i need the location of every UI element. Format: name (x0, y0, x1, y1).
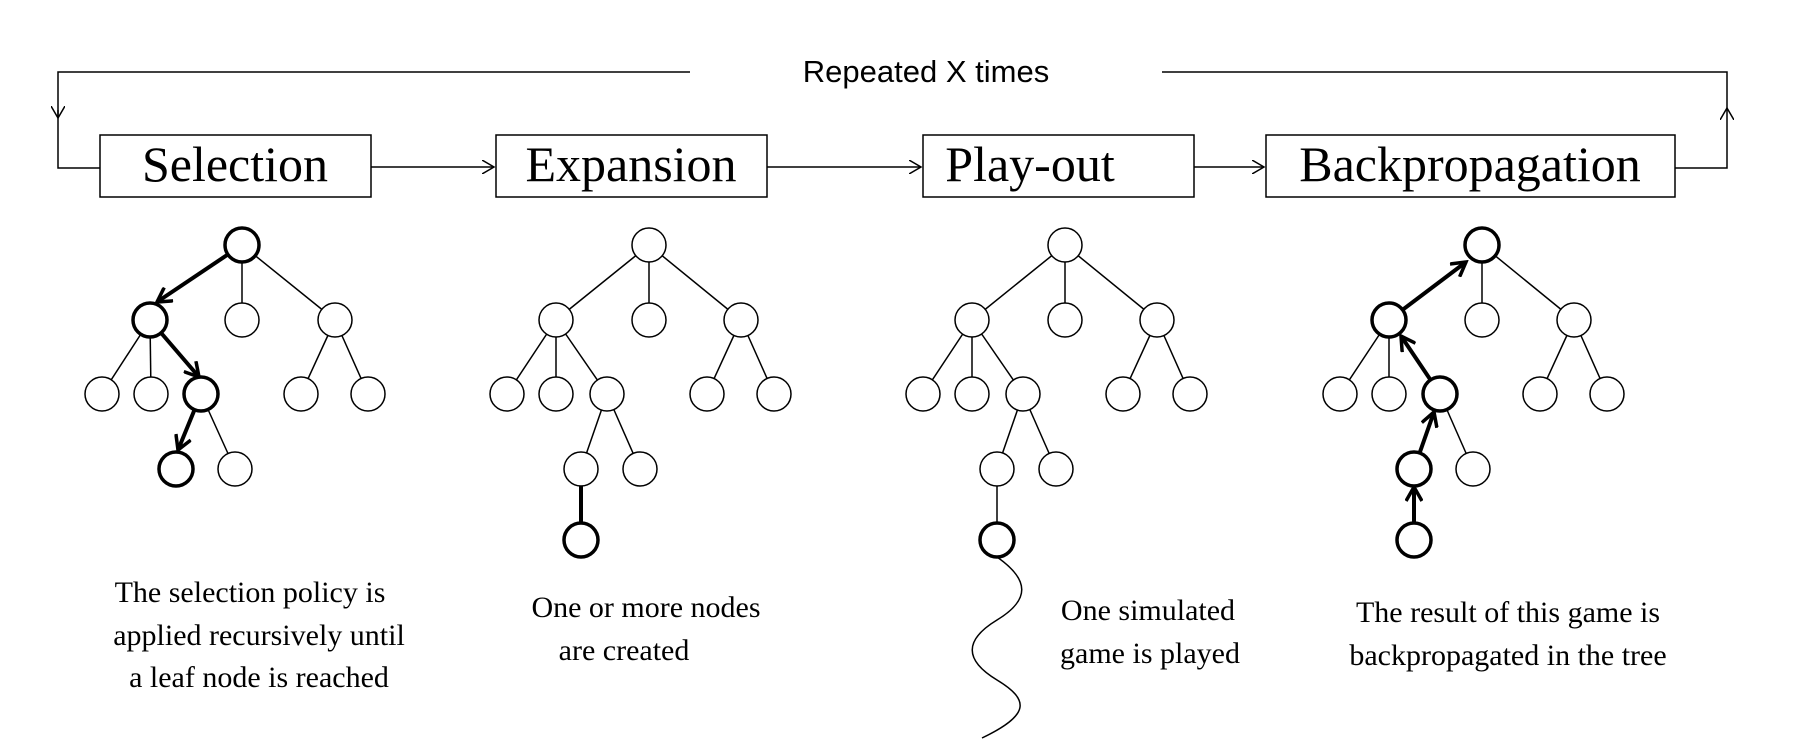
tree-node (1139, 302, 1175, 338)
tree-node (631, 302, 667, 338)
tree-node (1322, 376, 1358, 412)
tree-node (1395, 521, 1433, 559)
tree-node (1556, 302, 1592, 338)
tree-node (133, 376, 169, 412)
tree-node (317, 302, 353, 338)
tree-node (84, 376, 120, 412)
loop-arrow (57, 71, 1728, 169)
caption-line: game is played (1060, 637, 1240, 670)
tree-node (978, 521, 1016, 559)
tree-node (1371, 376, 1407, 412)
caption-line: One simulated (1061, 594, 1235, 627)
tree-node (1038, 451, 1074, 487)
phase-backpropagation-box: Backpropagation (1265, 134, 1676, 198)
caption-line: One or more nodes (531, 591, 760, 624)
tree-node (1522, 376, 1558, 412)
tree-node (723, 302, 759, 338)
phase-playout-box: Play-out (922, 134, 1195, 198)
tree-node (1370, 301, 1408, 339)
tree-node (954, 376, 990, 412)
tree-node (954, 302, 990, 338)
loop-left-down-segment (57, 110, 100, 169)
tree-node (562, 521, 600, 559)
phase-expansion-label: Expansion (525, 136, 736, 192)
caption-line: The result of this game is (1356, 596, 1660, 629)
caption-line: The selection policy is (115, 576, 386, 609)
tree-node (689, 376, 725, 412)
expansion-caption: One or more nodes are created (531, 591, 760, 667)
tree-node (1172, 376, 1208, 412)
tree-node (1395, 450, 1433, 488)
backpropagation-tree (1322, 226, 1625, 559)
tree-node (538, 376, 574, 412)
tree-node (563, 451, 599, 487)
tree-node (538, 302, 574, 338)
phase-playout-label: Play-out (945, 136, 1115, 192)
tree-node (224, 302, 260, 338)
tree-node (217, 451, 253, 487)
tree-node (131, 301, 169, 339)
phase-backpropagation-label: Backpropagation (1299, 136, 1641, 192)
backpropagation-caption: The result of this game is backpropagate… (1349, 596, 1666, 672)
caption-line: are created (559, 634, 690, 667)
tree-node (1464, 302, 1500, 338)
tree-node (1105, 376, 1141, 412)
tree-node (756, 376, 792, 412)
tree-node (905, 376, 941, 412)
tree-node (1589, 376, 1625, 412)
selection-tree (84, 226, 386, 488)
loop-left-segment (58, 71, 690, 118)
tree-node (182, 375, 220, 413)
phase-selection-label: Selection (142, 136, 328, 192)
tree-node (489, 376, 525, 412)
phase-expansion-box: Expansion (495, 134, 768, 198)
selection-caption: The selection policy is applied recursiv… (113, 576, 405, 694)
tree-node (979, 451, 1015, 487)
tree-node (157, 450, 195, 488)
tree-node (1047, 302, 1083, 338)
caption-line: a leaf node is reached (129, 661, 389, 694)
tree-node (1455, 451, 1491, 487)
tree-node (1047, 227, 1083, 263)
phase-selection-box: Selection (99, 134, 372, 198)
loop-right-top-segment (1162, 71, 1728, 110)
playout-caption: One simulated game is played (1060, 594, 1240, 670)
tree-node (350, 376, 386, 412)
tree-node (1005, 376, 1041, 412)
tree-node (589, 376, 625, 412)
tree-node (631, 227, 667, 263)
playout-squiggle (971, 556, 1023, 739)
caption-line: applied recursively until (113, 619, 405, 652)
loop-label: Repeated X times (803, 54, 1049, 89)
tree-node (1463, 226, 1501, 264)
tree-node (283, 376, 319, 412)
tree-node (622, 451, 658, 487)
playout-tree (905, 227, 1208, 739)
loop-right-up-segment (1675, 108, 1727, 169)
expansion-tree (489, 227, 792, 559)
tree-node (223, 226, 261, 264)
caption-line: backpropagated in the tree (1349, 639, 1666, 672)
tree-node (1421, 375, 1459, 413)
